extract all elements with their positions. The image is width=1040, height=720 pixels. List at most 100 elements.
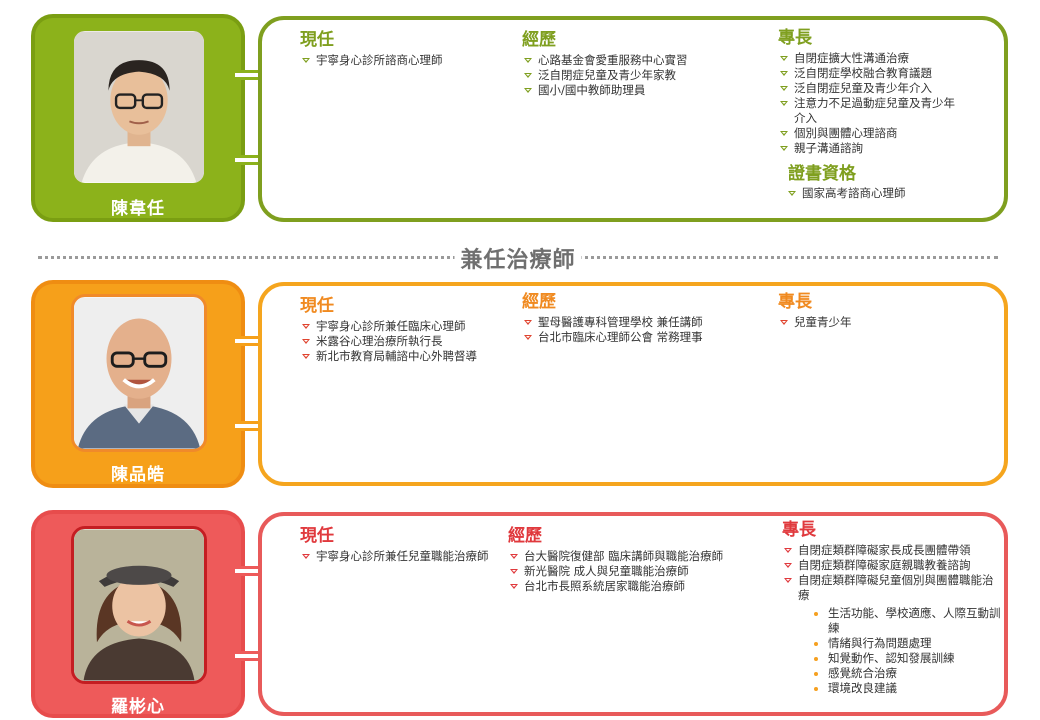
divider-title: 兼任治療師 bbox=[454, 242, 582, 274]
list-item: 自閉症類群障礙兒童個別與團體職能治療 bbox=[782, 573, 1004, 603]
therapist-photo-frame: 陳品皓 bbox=[31, 280, 245, 488]
list-item-text: 自閉症類群障礙家庭親職教養諮詢 bbox=[798, 558, 971, 572]
portrait-photo-icon bbox=[74, 297, 204, 449]
section-heading: 經歷 bbox=[522, 30, 556, 50]
list-item: 泛自閉症兒童及青少年介入 bbox=[778, 81, 964, 96]
list-item-text: 泛自閉症學校融合教育議題 bbox=[794, 66, 932, 80]
list-item: 親子溝通諮詢 bbox=[778, 141, 964, 156]
list-item: 宇寧身心診所諮商心理師 bbox=[300, 53, 500, 68]
therapist-name: 陳韋任 bbox=[111, 199, 165, 219]
item-list: 宇寧身心診所兼任兒童職能治療師 bbox=[300, 549, 510, 564]
list-item-text: 環境改良建議 bbox=[828, 681, 897, 695]
triangle-bullet-icon bbox=[780, 71, 788, 76]
triangle-bullet-icon bbox=[524, 73, 532, 78]
triangle-bullet-icon bbox=[510, 584, 518, 589]
triangle-bullet-icon bbox=[780, 86, 788, 91]
therapist-info-panel: 現任 宇寧身心診所兼任臨床心理師米露谷心理治療所執行長新北市教育局輔諮中心外聘督… bbox=[258, 282, 1008, 486]
experience-section: 經歷 心路基金會愛重服務中心實習泛自閉症兒童及青少年家教國小/國中教師助理員 bbox=[522, 30, 752, 98]
triangle-bullet-icon bbox=[784, 578, 792, 583]
section-heading: 專長 bbox=[778, 292, 812, 312]
dot-bullet-icon bbox=[814, 642, 818, 646]
list-item-text: 泛自閉症兒童及青少年家教 bbox=[538, 68, 676, 82]
section-heading: 專長 bbox=[778, 28, 812, 48]
triangle-bullet-icon bbox=[510, 554, 518, 559]
expertise-section: 專長 自閉症擴大性溝通治療泛自閉症學校融合教育議題泛自閉症兒童及青少年介入注意力… bbox=[778, 28, 964, 201]
list-item: 米露谷心理治療所執行長 bbox=[300, 334, 500, 349]
portrait-photo-icon bbox=[74, 529, 204, 681]
list-item-text: 新光醫院 成人與兒童職能治療師 bbox=[524, 564, 689, 578]
list-item: 自閉症類群障礙家長成長團體帶領 bbox=[782, 543, 1004, 558]
therapist-name: 羅彬心 bbox=[111, 697, 165, 717]
item-list: 心路基金會愛重服務中心實習泛自閉症兒童及青少年家教國小/國中教師助理員 bbox=[522, 53, 752, 98]
current-position-section: 現任 宇寧身心診所兼任兒童職能治療師 bbox=[300, 526, 510, 564]
section-heading: 經歷 bbox=[508, 526, 542, 546]
list-item-text: 知覺動作、認知發展訓練 bbox=[828, 651, 955, 665]
triangle-bullet-icon bbox=[780, 131, 788, 136]
list-item-text: 泛自閉症兒童及青少年介入 bbox=[794, 81, 932, 95]
sub-list-item: 知覺動作、認知發展訓練 bbox=[812, 651, 1004, 666]
item-list: 自閉症類群障礙家長成長團體帶領自閉症類群障礙家庭親職教養諮詢自閉症類群障礙兒童個… bbox=[782, 543, 1004, 603]
list-item-text: 心路基金會愛重服務中心實習 bbox=[538, 53, 688, 67]
item-list: 兒童青少年 bbox=[778, 315, 964, 330]
list-item-text: 個別與團體心理諮商 bbox=[794, 126, 898, 140]
list-item: 個別與團體心理諮商 bbox=[778, 126, 964, 141]
therapist-photo bbox=[71, 526, 207, 684]
triangle-bullet-icon bbox=[302, 354, 310, 359]
list-item: 自閉症擴大性溝通治療 bbox=[778, 51, 964, 66]
portrait-photo-icon bbox=[74, 31, 204, 183]
therapist-photo-frame: 羅彬心 bbox=[31, 510, 245, 718]
therapist-photo bbox=[71, 28, 207, 186]
list-item-text: 國家高考諮商心理師 bbox=[802, 186, 906, 200]
triangle-bullet-icon bbox=[302, 58, 310, 63]
list-item-text: 兒童青少年 bbox=[794, 315, 852, 329]
list-item-text: 宇寧身心診所諮商心理師 bbox=[316, 53, 443, 67]
section-heading: 現任 bbox=[300, 296, 334, 316]
triangle-bullet-icon bbox=[302, 339, 310, 344]
triangle-bullet-icon bbox=[784, 563, 792, 568]
list-item: 台北市長照系統居家職能治療師 bbox=[508, 579, 740, 594]
list-item: 兒童青少年 bbox=[778, 315, 964, 330]
item-list: 宇寧身心診所兼任臨床心理師米露谷心理治療所執行長新北市教育局輔諮中心外聘督導 bbox=[300, 319, 500, 364]
triangle-bullet-icon bbox=[780, 101, 788, 106]
therapist-info-panel: 現任 宇寧身心診所諮商心理師 經歷 心路基金會愛重服務中心實習泛自閉症兒童及青少… bbox=[258, 16, 1008, 222]
therapist-photo-frame: 陳韋任 bbox=[31, 14, 245, 222]
list-item-text: 自閉症擴大性溝通治療 bbox=[794, 51, 909, 65]
section-heading: 經歷 bbox=[522, 292, 556, 312]
dot-bullet-icon bbox=[814, 612, 818, 616]
therapist-name: 陳品皓 bbox=[111, 465, 165, 485]
list-item: 宇寧身心診所兼任臨床心理師 bbox=[300, 319, 500, 334]
list-item: 台大醫院復健部 臨床講師與職能治療師 bbox=[508, 549, 740, 564]
item-list: 國家高考諮商心理師 bbox=[786, 186, 964, 201]
list-item-text: 新北市教育局輔諮中心外聘督導 bbox=[316, 349, 477, 363]
therapist-info-panel: 現任 宇寧身心診所兼任兒童職能治療師 經歷 台大醫院復健部 臨床講師與職能治療師… bbox=[258, 512, 1008, 716]
list-item: 國家高考諮商心理師 bbox=[786, 186, 964, 201]
section-heading: 現任 bbox=[300, 526, 334, 546]
expertise-section: 專長 自閉症類群障礙家長成長團體帶領自閉症類群障礙家庭親職教養諮詢自閉症類群障礙… bbox=[782, 520, 1004, 696]
triangle-bullet-icon bbox=[524, 88, 532, 93]
item-list: 台大醫院復健部 臨床講師與職能治療師新光醫院 成人與兒童職能治療師台北市長照系統… bbox=[508, 549, 740, 594]
list-item-text: 米露谷心理治療所執行長 bbox=[316, 334, 443, 348]
list-item-text: 自閉症類群障礙兒童個別與團體職能治療 bbox=[798, 573, 994, 602]
list-item: 台北市臨床心理師公會 常務理事 bbox=[522, 330, 762, 345]
list-item: 自閉症類群障礙家庭親職教養諮詢 bbox=[782, 558, 1004, 573]
sub-list-item: 感覺統合治療 bbox=[812, 666, 1004, 681]
current-position-section: 現任 宇寧身心診所兼任臨床心理師米露谷心理治療所執行長新北市教育局輔諮中心外聘督… bbox=[300, 296, 500, 364]
list-item: 新光醫院 成人與兒童職能治療師 bbox=[508, 564, 740, 579]
list-item: 心路基金會愛重服務中心實習 bbox=[522, 53, 752, 68]
list-item-text: 親子溝通諮詢 bbox=[794, 141, 863, 155]
triangle-bullet-icon bbox=[302, 554, 310, 559]
list-item: 國小/國中教師助理員 bbox=[522, 83, 752, 98]
dot-bullet-icon bbox=[814, 657, 818, 661]
list-item-text: 注意力不足過動症兒童及青少年介入 bbox=[794, 96, 955, 125]
list-item: 宇寧身心診所兼任兒童職能治療師 bbox=[300, 549, 510, 564]
list-item-text: 國小/國中教師助理員 bbox=[538, 83, 646, 97]
triangle-bullet-icon bbox=[784, 548, 792, 553]
triangle-bullet-icon bbox=[524, 58, 532, 63]
list-item-text: 台北市長照系統居家職能治療師 bbox=[524, 579, 685, 593]
triangle-bullet-icon bbox=[788, 191, 796, 196]
list-item-text: 聖母醫護專科管理學校 兼任講師 bbox=[538, 315, 703, 329]
sub-item-list: 生活功能、學校適應、人際互動訓練情緒與行為問題處理知覺動作、認知發展訓練感覺統合… bbox=[782, 606, 1004, 696]
section-heading: 現任 bbox=[300, 30, 334, 50]
list-item: 注意力不足過動症兒童及青少年介入 bbox=[778, 96, 964, 126]
item-list: 聖母醫護專科管理學校 兼任講師台北市臨床心理師公會 常務理事 bbox=[522, 315, 762, 345]
